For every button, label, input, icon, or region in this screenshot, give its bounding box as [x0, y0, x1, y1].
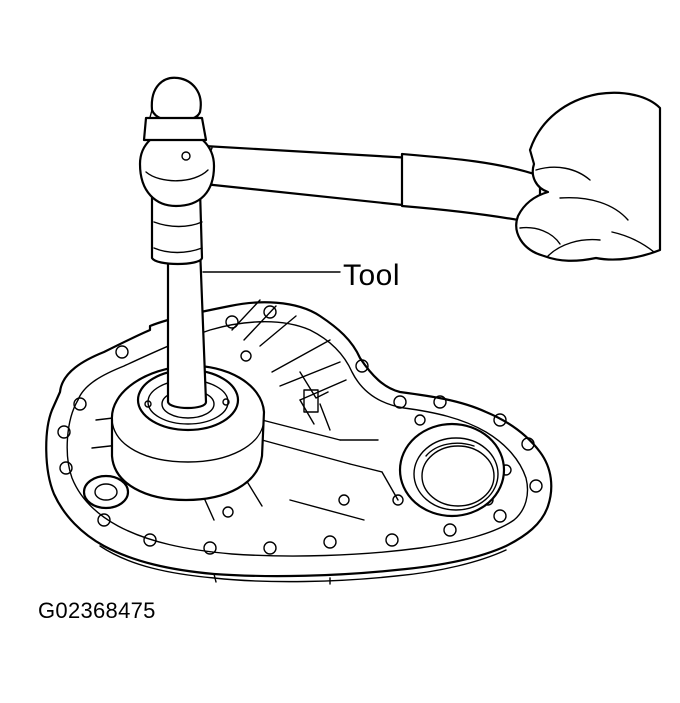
hammer	[138, 76, 542, 226]
seal-bore	[398, 422, 506, 518]
hand	[515, 91, 662, 262]
bolt-holes	[57, 305, 543, 555]
bearing-boss	[110, 364, 266, 502]
tool-callout-label: Tool	[343, 259, 401, 292]
corner-boss	[82, 474, 130, 510]
figure-id: G02368475	[38, 598, 156, 623]
tool-drift	[150, 188, 208, 410]
